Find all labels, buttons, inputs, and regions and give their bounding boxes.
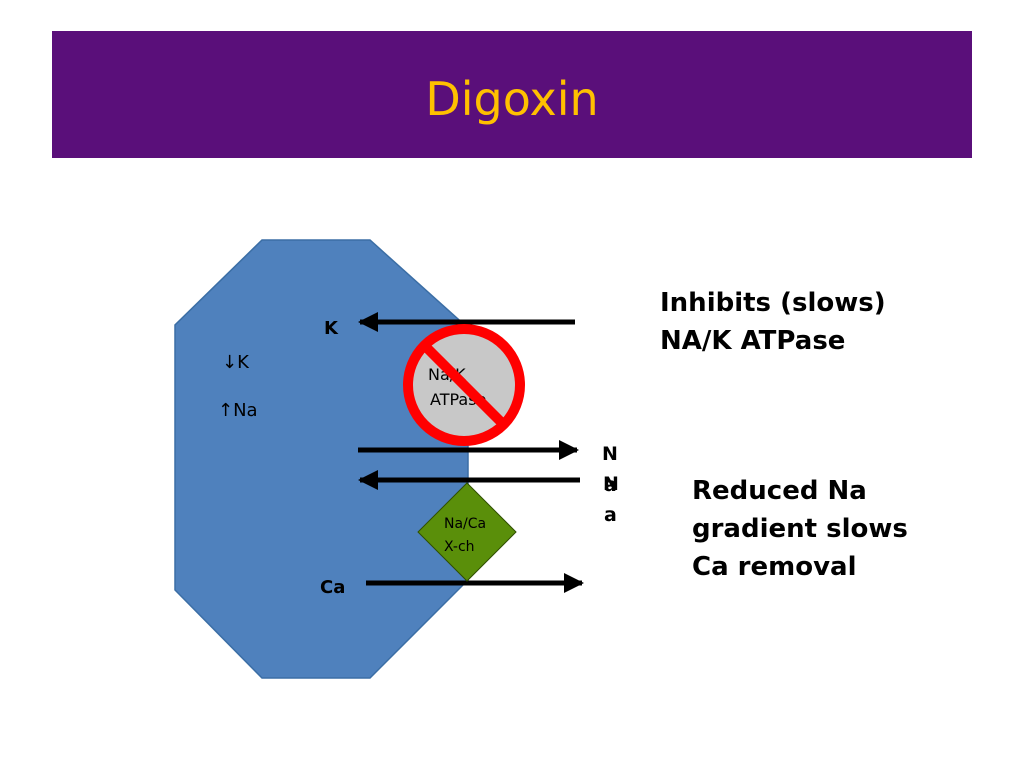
potassium-decreased-label: ↓K [222, 352, 250, 373]
title-bar: Digoxin [52, 31, 972, 158]
slide-title: Digoxin [425, 71, 599, 126]
sodium-label-lower-n: N [603, 473, 619, 495]
calcium-ion-label: Ca [320, 577, 345, 598]
na-ca-exchanger: Na/Ca X-ch [417, 482, 517, 582]
reduced-note-line2: gradient slows [692, 514, 908, 544]
reduced-note-line1: Reduced Na [692, 476, 867, 506]
potassium-ion-label: K [324, 318, 339, 339]
sodium-label-upper-a: a [604, 474, 617, 496]
exchanger-label-line2: X-ch [444, 539, 475, 555]
inhibits-note: Inhibits (slows) NA/K ATPase [660, 284, 886, 360]
inhibits-note-line2: NA/K ATPase [660, 326, 846, 356]
sodium-increased-label: ↑Na [218, 400, 258, 421]
inhibits-note-line1: Inhibits (slows) [660, 288, 886, 318]
reduced-gradient-note: Reduced Na gradient slows Ca removal [692, 472, 908, 586]
prohibit-icon [403, 324, 525, 446]
sodium-label-upper-n: N [602, 443, 618, 465]
cardiac-cell [174, 239, 469, 679]
reduced-note-line3: Ca removal [692, 552, 857, 582]
sodium-label-lower-a: a [604, 504, 617, 526]
exchanger-label-line1: Na/Ca [444, 516, 486, 532]
